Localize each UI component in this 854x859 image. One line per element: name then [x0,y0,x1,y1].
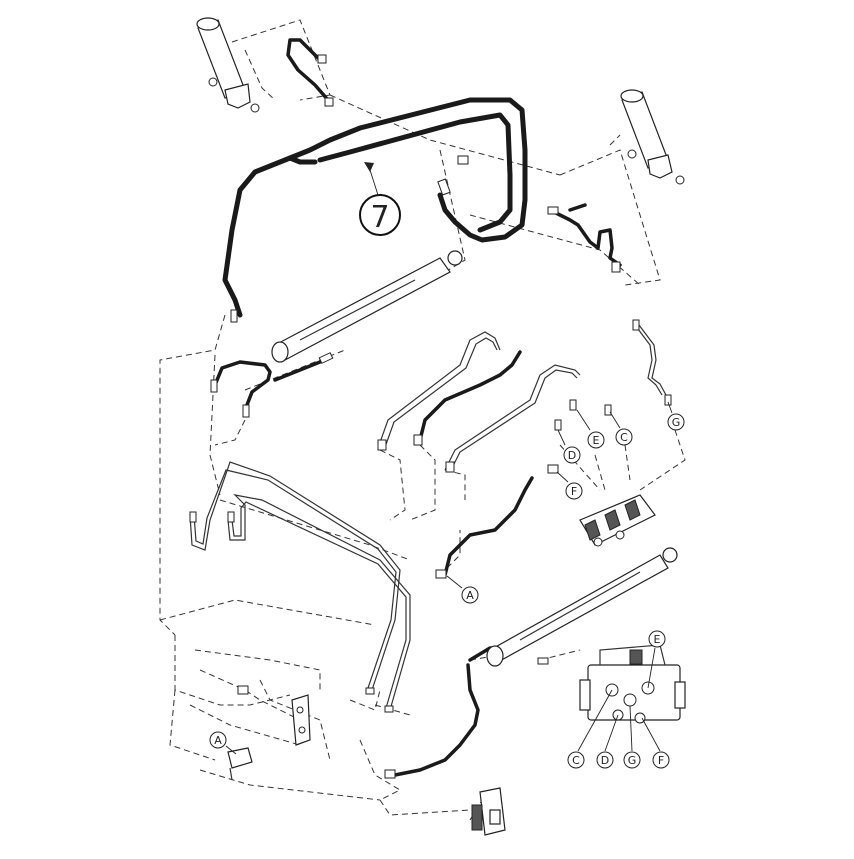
callout-c-lower: C [567,689,613,769]
callout-a-middle: A [446,575,479,604]
svg-text:C: C [620,431,628,444]
svg-text:G: G [672,416,681,429]
lift-cylinder-upper [271,250,463,363]
svg-text:A: A [466,589,474,602]
valve-assembly [579,644,686,724]
hydraulic-hoses [213,38,622,777]
svg-text:D: D [601,754,609,767]
tilt-cylinder-left [196,17,260,113]
tee-fitting [227,747,253,781]
svg-text:F: F [571,485,577,498]
svg-text:G: G [628,754,637,767]
dashed-reference-lines [159,19,686,821]
callout-e-upper: E [576,409,605,449]
callout-g-upper: G [667,401,685,431]
tilt-cylinder-right [620,89,685,185]
svg-text:F: F [658,754,664,767]
control-valve [579,494,656,547]
lift-cylinder-lower [486,547,678,667]
callout-a-lower: A [209,731,237,755]
svg-text:E: E [593,434,600,447]
callout-f-lower: F [641,717,670,769]
svg-text:A: A [214,734,222,747]
svg-text:C: C [572,754,580,767]
callout-d-upper: D [557,429,581,464]
mounting-bracket [291,694,311,746]
callout-7: 7 [359,162,401,236]
letter-callouts: D E C G F A A [209,401,685,769]
svg-text:E: E [654,633,661,646]
callout-f-upper: F [556,471,583,500]
steel-tubes [189,324,667,711]
callout-c-upper: C [609,411,633,446]
hose-fittings [189,54,672,779]
hydraulic-components [189,17,686,836]
pilot-control-handle [471,787,506,836]
callout-d-lower: D [596,714,619,769]
callout-e-lower: E [647,630,666,689]
callout-g-lower: G [623,705,641,769]
svg-text:D: D [568,449,576,462]
callout-7-label: 7 [370,200,389,235]
